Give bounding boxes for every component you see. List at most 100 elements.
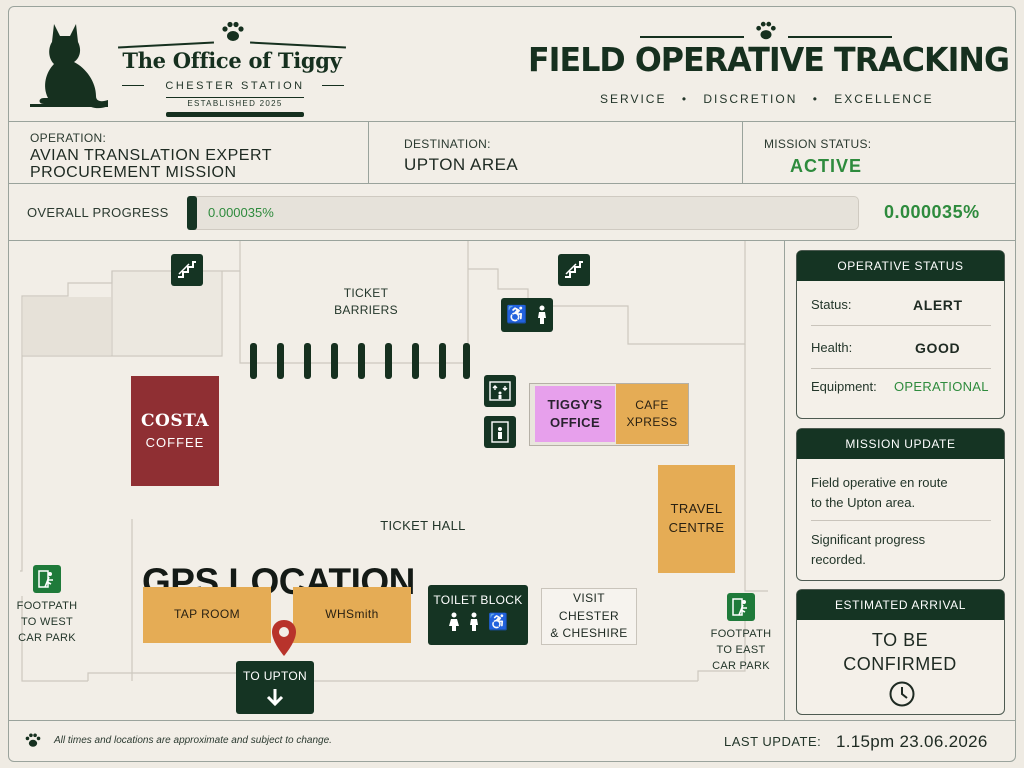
message-line: Significant progress bbox=[811, 532, 926, 547]
divider bbox=[811, 520, 991, 521]
west-line1: FOOTPATH bbox=[16, 600, 78, 612]
visit-chester-cheshire: VISIT CHESTER & CHESHIRE bbox=[541, 588, 637, 645]
east-line3: CAR PARK bbox=[712, 659, 770, 672]
travel-centre: TRAVEL CENTRE bbox=[658, 465, 735, 573]
status-value: ALERT bbox=[913, 297, 963, 313]
visit-line1: VISIT CHESTER bbox=[558, 591, 620, 623]
destination-value: UPTON AREA bbox=[404, 155, 519, 174]
estimated-arrival-card: ESTIMATED ARRIVAL TO BE CONFIRMED bbox=[796, 589, 1005, 715]
tiggys-office[interactable]: TIGGY'S OFFICE bbox=[535, 386, 615, 442]
visit-line2: & CHESHIRE bbox=[550, 626, 628, 641]
ticket-barrier-gate bbox=[331, 343, 338, 379]
toilet-block-label: TOILET BLOCK bbox=[433, 593, 523, 607]
clock-icon bbox=[889, 681, 915, 707]
message-line: to the Upton area. bbox=[811, 494, 916, 510]
divider bbox=[742, 121, 743, 183]
eta-line2: CONFIRMED bbox=[843, 654, 957, 674]
progress-bar bbox=[187, 196, 859, 230]
mission-update-card: MISSION UPDATE Field operative en route … bbox=[796, 428, 1005, 581]
estimated-arrival-title: ESTIMATED ARRIVAL bbox=[797, 590, 1004, 620]
travel-line1: TRAVEL bbox=[670, 501, 723, 517]
exit-icon bbox=[33, 565, 61, 593]
status-label: Status: bbox=[811, 297, 852, 312]
tiggys-office-line2: OFFICE bbox=[549, 415, 601, 430]
east-line1: FOOTPATH bbox=[710, 628, 772, 640]
destination-label: DESTINATION: bbox=[404, 137, 491, 151]
header-rule-right bbox=[788, 36, 892, 38]
west-line3: CAR PARK bbox=[18, 631, 76, 644]
divider bbox=[8, 183, 1016, 184]
tagline-separator: • bbox=[681, 92, 689, 106]
ticket-barriers-label: TICKET BARRIERS bbox=[306, 285, 426, 320]
ticket-barrier-gate bbox=[385, 343, 392, 379]
ticket-barrier-gate bbox=[439, 343, 446, 379]
page-title: FIELD OPERATIVE TRACKING bbox=[528, 40, 1010, 79]
header-rule-left bbox=[640, 36, 744, 38]
equipment-label: Equipment: bbox=[811, 379, 877, 394]
tagline-service: SERVICE bbox=[600, 92, 667, 106]
tagline-separator: • bbox=[812, 92, 819, 106]
ticket-barrier-gate bbox=[412, 343, 419, 379]
operation-label: OPERATION: bbox=[30, 131, 107, 145]
operative-status-title: OPERATIVE STATUS bbox=[797, 251, 1004, 281]
arrow-down-icon bbox=[266, 688, 284, 706]
ticket-barrier-gate bbox=[463, 343, 470, 379]
progress-bar-text: 0.000035% bbox=[208, 205, 274, 220]
costa-coffee-shop: COSTA COFFEE bbox=[131, 376, 219, 486]
brand-ribbon bbox=[166, 112, 304, 117]
station-map: TICKET BARRIERS ♿ COSTA COFFEE TIGGY'S O… bbox=[8, 241, 784, 720]
operation-value: AVIAN TRANSLATION EXPERT PROCUREMENT MIS… bbox=[30, 147, 272, 181]
ticket-hall-label: TICKET HALL bbox=[380, 518, 466, 533]
east-line2: TO EAST bbox=[716, 643, 766, 656]
progress-value: 0.000035% bbox=[884, 202, 980, 222]
last-update-label: LAST UPDATE: bbox=[724, 734, 822, 749]
mission-update-title: MISSION UPDATE bbox=[797, 429, 1004, 459]
divider bbox=[8, 720, 1016, 721]
operation-value-line2: PROCUREMENT MISSION bbox=[30, 164, 237, 181]
mission-status-value: ACTIVE bbox=[790, 156, 863, 176]
escalator-icon bbox=[484, 375, 516, 407]
cafe-line2: XPRESS bbox=[626, 415, 678, 429]
person-icon bbox=[537, 305, 546, 324]
brand-subtitle: CHESTER STATION bbox=[165, 80, 305, 92]
operation-value-line1: AVIAN TRANSLATION EXPERT bbox=[30, 147, 272, 164]
tiggys-office-line1: TIGGY'S bbox=[547, 396, 603, 412]
health-label: Health: bbox=[811, 340, 853, 355]
cafe-line1: CAFE bbox=[635, 397, 669, 412]
tagline-excellence: EXCELLENCE bbox=[834, 92, 934, 106]
costa-label: COSTA bbox=[140, 411, 210, 432]
stairs-icon bbox=[558, 254, 590, 286]
ticket-barrier-gate bbox=[250, 343, 257, 379]
accessible-toilet-sign: ♿ bbox=[501, 298, 553, 332]
wheelchair-icon: ♿ bbox=[506, 305, 528, 324]
to-upton-label: TO UPTON bbox=[243, 668, 307, 683]
divider bbox=[811, 325, 991, 326]
brand-title: The Office of Tiggy bbox=[122, 48, 342, 73]
tap-room: TAP ROOM bbox=[143, 587, 271, 643]
divider bbox=[784, 240, 785, 720]
paw-icon-header bbox=[756, 21, 776, 40]
map-walls bbox=[20, 241, 768, 682]
cat-silhouette-icon bbox=[30, 24, 108, 109]
lift-icon bbox=[484, 416, 516, 448]
brand-sub-rule-right bbox=[322, 85, 344, 86]
male-icon bbox=[470, 612, 479, 631]
ticket-barrier-gate bbox=[358, 343, 365, 379]
divider bbox=[368, 121, 369, 183]
paw-icon bbox=[222, 21, 244, 41]
tagline-discretion: DISCRETION bbox=[703, 92, 798, 106]
mission-status-label: MISSION STATUS: bbox=[764, 137, 872, 151]
ticket-barriers-line1: TICKET bbox=[343, 286, 389, 300]
disclaimer-note: All times and locations are approximate … bbox=[54, 735, 332, 746]
brand-sub-rule-left bbox=[122, 85, 144, 86]
stairs-icon bbox=[171, 254, 203, 286]
eta-line1: TO BE bbox=[871, 630, 929, 650]
message-line: Field operative en route bbox=[811, 475, 948, 490]
west-line2: TO WEST bbox=[20, 615, 73, 628]
message-line: recorded. bbox=[811, 551, 866, 567]
paw-icon-footer bbox=[25, 733, 41, 747]
exit-icon bbox=[727, 593, 755, 621]
eta-value: TO BE CONFIRMED bbox=[797, 628, 1003, 676]
to-upton-sign[interactable]: TO UPTON bbox=[236, 661, 314, 714]
ticket-barrier-gate bbox=[304, 343, 311, 379]
